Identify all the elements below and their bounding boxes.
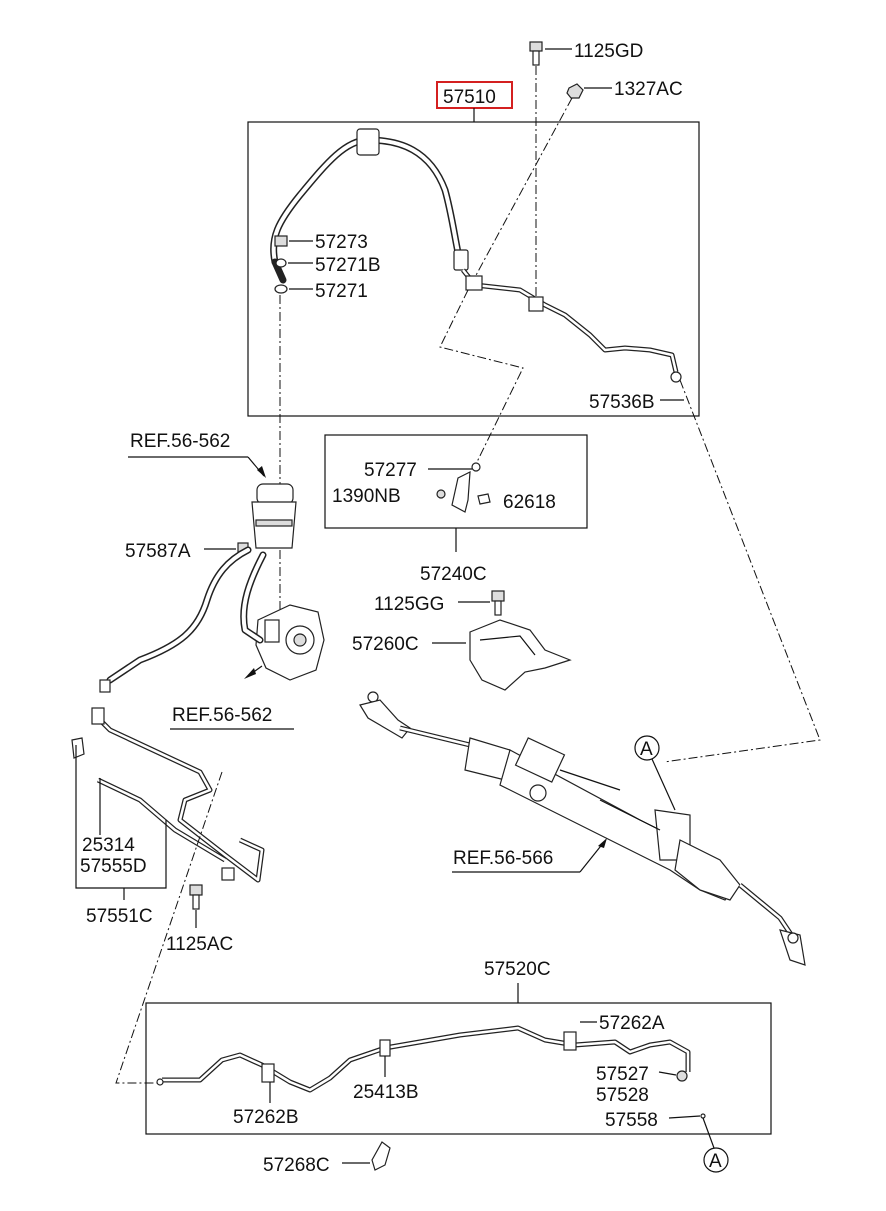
callout-57527: 57527 [596,1064,649,1085]
callout-1125GD: 1125GD [574,41,643,62]
return-tube-57520C [156,1025,691,1093]
callout-57536B: 57536B [589,392,655,413]
marker-a-upper [634,735,660,761]
return-tube-box-57520C [145,1002,772,1135]
clip-62618 [477,493,491,505]
steering-gear-rack [359,691,806,966]
nut-1327AC [566,83,584,99]
tube-assembly-57551C [71,707,265,883]
callout-57587A: 57587A [125,541,191,562]
callout-1125GG: 1125GG [374,594,444,615]
bracket-57277 [451,462,481,513]
callout-57528: 57528 [596,1085,649,1106]
callout-ref-56-562-top: REF.56-562 [130,431,230,452]
callout-1125AC: 1125AC [166,934,233,955]
washer-57271 [274,284,288,294]
callout-57271: 57271 [315,281,368,302]
marker-a-lower [703,1147,729,1173]
bolt-1125GD [529,41,543,66]
power-steering-pump [255,604,325,681]
callout-57268C: 57268C [263,1155,330,1176]
callout-marker-a-upper: A [640,739,653,760]
supply-hose [99,546,252,693]
callout-1327AC: 1327AC [614,79,683,100]
callout-62618: 62618 [503,492,556,513]
callout-57271B: 57271B [315,255,381,276]
callout-57277: 57277 [364,460,417,481]
bolt-1125AC [189,884,203,910]
callout-25314: 25314 [82,835,135,856]
bracket-box-57240C [324,434,588,529]
callout-57262B: 57262B [233,1107,299,1128]
callout-57558: 57558 [605,1110,658,1131]
bolt-1125GG [491,590,505,616]
callout-57260C: 57260C [352,634,419,655]
fluid-reservoir [251,483,297,549]
callout-25413B: 25413B [353,1082,419,1103]
callout-marker-a-lower: A [709,1151,722,1172]
callout-57551C: 57551C [86,906,153,927]
banjo-bolt-57273 [274,235,288,247]
callout-ref-56-562-bottom: REF.56-562 [172,705,272,726]
nut-1390NB [436,489,446,499]
callout-57240C: 57240C [420,564,487,585]
callout-57555D: 57555D [80,856,147,877]
callout-57520C: 57520C [484,959,551,980]
heat-shield-57260C [469,619,572,691]
callout-57273: 57273 [315,232,368,253]
washer-57271B [275,258,287,268]
callout-57262A: 57262A [599,1013,665,1034]
callout-ref-56-566: REF.56-566 [453,848,553,869]
callout-1390NB: 1390NB [332,486,401,507]
clip-57268C [371,1141,391,1171]
callout-57510: 57510 [443,87,496,108]
